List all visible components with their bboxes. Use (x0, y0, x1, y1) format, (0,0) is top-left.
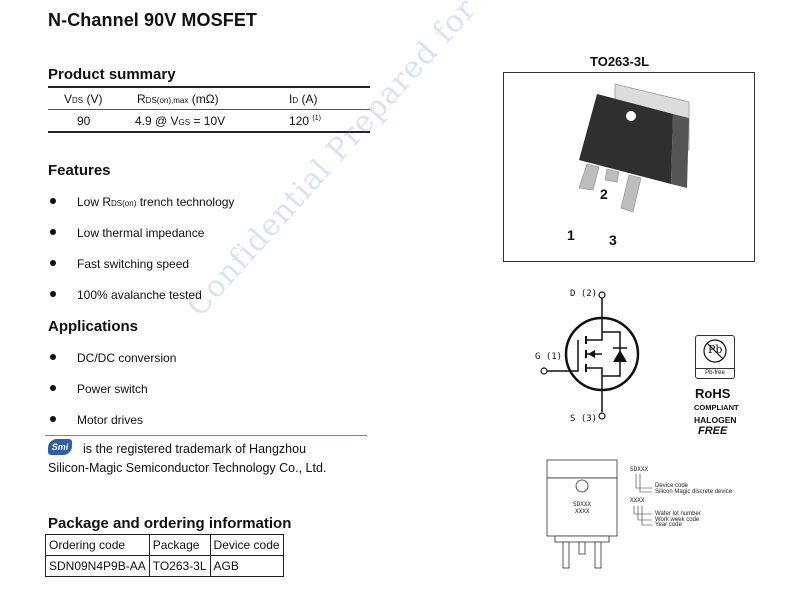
marking-diagram (546, 459, 652, 569)
ordering-header-cell: Package (148, 534, 211, 556)
ordering-cell: AGB (209, 555, 284, 577)
applications-heading: Applications (48, 318, 139, 335)
ordering-cell: SDN09N4P9B-AA (45, 555, 150, 577)
pin-3-label: 3 (609, 232, 617, 248)
bullet-icon (50, 198, 56, 204)
table-row: Ordering code Package Device code (45, 534, 284, 556)
marking-mid-code: XXXX (630, 497, 645, 504)
trademark-line-2: Silicon-Magic Semiconductor Technology C… (48, 461, 327, 475)
smi-logo: Smi (48, 439, 72, 455)
pb-crossed-icon (703, 339, 727, 363)
package-label: TO263-3L (590, 54, 650, 69)
features-heading: Features (48, 162, 111, 179)
feature-item: Low RDS(on) trench technology (77, 195, 235, 209)
feature-item: Fast switching speed (77, 257, 190, 271)
ordering-table: Ordering code Package Device code SDN09N… (45, 534, 284, 577)
ordering-header-cell: Ordering code (45, 534, 150, 556)
trademark-rule (45, 435, 367, 436)
page-title: N-Channel 90V MOSFET (48, 10, 258, 30)
ordering-header-cell: Device code (209, 534, 284, 556)
marking-year-label: Year code (655, 522, 682, 528)
rohs-label: RoHS (695, 386, 731, 401)
summary-id-value: 120 (1) (289, 114, 321, 128)
application-item: Power switch (77, 382, 148, 396)
bullet-icon (50, 229, 56, 235)
ordering-heading: Package and ordering information (48, 515, 292, 532)
marking-device-code-label: Device code (655, 483, 689, 489)
pb-symbol: Pb (708, 343, 723, 356)
trademark-line-1: is the registered trademark of Hangzhou (83, 442, 307, 456)
pb-free-badge: Pb Pb-free (695, 335, 735, 379)
compliant-label: COMPLIANT (694, 403, 739, 412)
summary-header-id: ID (A) (289, 92, 318, 106)
to263-package-illustration (578, 83, 690, 213)
marking-week-label: Work week code (655, 517, 700, 523)
ordering-cell: TO263-3L (148, 555, 211, 577)
summary-vds-value: 90 (77, 114, 91, 128)
source-label: S (3) (570, 414, 598, 424)
pb-free-label: Pb-free (696, 368, 734, 376)
summary-header-vds: VDS (V) (64, 92, 103, 106)
marking-top-code: SDXXX (630, 466, 649, 473)
pin-1-label: 1 (567, 227, 575, 243)
summary-bottom-rule (48, 131, 370, 133)
application-item: DC/DC conversion (77, 351, 177, 365)
halogen-label: HALOGEN (694, 415, 737, 425)
bullet-icon (50, 385, 56, 391)
table-row: SDN09N4P9B-AA TO263-3L AGB (45, 555, 284, 577)
bullet-icon (50, 416, 56, 422)
marking-body-line-2: XXXX (575, 508, 590, 515)
summary-rds-value: 4.9 @ VGS = 10V (135, 114, 226, 128)
gate-label: G (1) (535, 352, 563, 362)
package-box (503, 72, 755, 262)
marking-body-line-1: SDXXX (573, 501, 592, 508)
summary-header-rds: RDS(on),max (mΩ) (137, 92, 219, 106)
bullet-icon (50, 354, 56, 360)
summary-top-rule (48, 86, 370, 88)
drain-label: D (2) (570, 289, 598, 299)
marking-discrete-label: Silicon Magic discrete device (655, 489, 733, 495)
marking-lot-label: Wafer lot number (655, 511, 701, 517)
bullet-icon (50, 260, 56, 266)
bullet-icon (50, 291, 56, 297)
pin-2-label: 2 (600, 186, 608, 202)
free-label: FREE (698, 425, 728, 437)
application-item: Motor drives (77, 413, 144, 427)
feature-item: Low thermal impedance (77, 226, 205, 240)
mosfet-schematic-symbol (540, 291, 640, 420)
product-summary-heading: Product summary (48, 66, 176, 83)
feature-item: 100% avalanche tested (77, 288, 202, 302)
summary-mid-rule (48, 109, 370, 110)
